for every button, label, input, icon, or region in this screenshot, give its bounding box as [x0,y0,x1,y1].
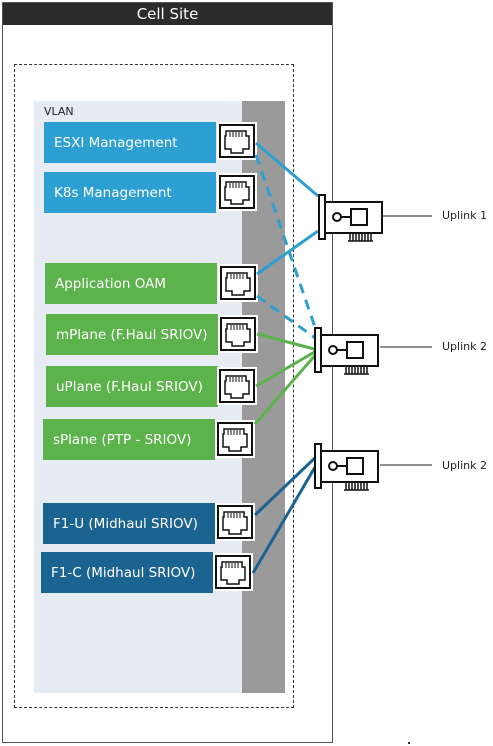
cell-site-title: Cell Site [3,3,332,25]
network-label: F1-U (Midhaul SRIOV) [53,515,198,532]
ethernet-port-icon [217,173,257,211]
network-f1c: F1-C (Midhaul SRIOV) [41,552,213,593]
uplink-3-label: Uplink 2 [442,459,487,472]
network-splane: sPlane (PTP - SRIOV) [43,419,215,460]
network-label: K8s Management [54,184,172,201]
network-esxi-management: ESXI Management [44,122,216,163]
vlan-label: VLAN [44,105,74,118]
network-uplane: uPlane (F.Haul SRIOV) [46,366,218,407]
nic-card-icon [314,443,379,491]
network-f1u: F1-U (Midhaul SRIOV) [43,503,215,544]
network-label: Application OAM [55,275,166,292]
network-label: mPlane (F.Haul SRIOV) [56,326,208,343]
ethernet-port-icon [215,503,255,541]
ethernet-port-icon [215,420,255,458]
nic-card-icon [318,194,383,242]
network-application-oam: Application OAM [45,263,217,304]
ethernet-port-icon [213,553,253,591]
uplink-1-label: Uplink 1 [442,209,487,222]
network-label: F1-C (Midhaul SRIOV) [51,564,196,581]
network-mplane: mPlane (F.Haul SRIOV) [46,314,218,355]
stray-dot [408,742,410,744]
ethernet-port-icon [217,122,257,160]
network-label: ESXI Management [54,134,178,151]
ethernet-port-icon [218,264,258,302]
network-label: uPlane (F.Haul SRIOV) [56,378,203,395]
network-k8s-management: K8s Management [44,172,216,213]
ethernet-port-icon [218,315,258,353]
nic-card-icon [314,327,379,375]
network-label: sPlane (PTP - SRIOV) [53,431,192,448]
ethernet-port-icon [217,367,257,405]
uplink-2-label: Uplink 2 [442,340,487,353]
